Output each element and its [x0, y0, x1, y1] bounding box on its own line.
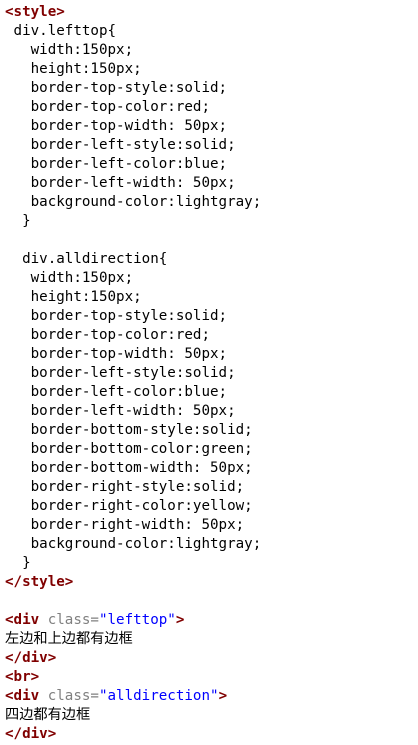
code-line: background-color:lightgray;	[5, 193, 262, 212]
code-token: border-left-color:blue;	[5, 384, 228, 400]
code-listing: <style> div.lefttop{ width:150px; height…	[5, 3, 261, 744]
code-token: width:150px;	[5, 42, 134, 58]
code-line: border-left-color:blue;	[5, 155, 261, 174]
code-token: border-bottom-style:solid;	[5, 422, 253, 438]
code-token: border-left-color:blue;	[5, 156, 228, 172]
code-line: border-bottom-color:green;	[5, 440, 261, 459]
code-token: border-top-style:solid;	[5, 308, 228, 324]
code-token: </div>	[5, 726, 57, 742]
code-token: class=	[47, 688, 99, 704]
code-token: height:150px;	[5, 61, 142, 77]
code-token: 左边和上边都有边框	[5, 631, 133, 647]
code-line: border-right-style:solid;	[5, 478, 261, 497]
code-token: border-left-style:solid;	[5, 137, 236, 153]
code-line: border-right-color:yellow;	[5, 497, 261, 516]
code-token: "lefttop"	[98, 612, 176, 628]
code-line: width:150px;	[5, 269, 261, 288]
code-token: border-bottom-color:green;	[5, 441, 253, 457]
code-token: border-bottom-width: 50px;	[5, 460, 253, 476]
code-token: </div>	[5, 650, 57, 666]
code-token: border-left-width: 50px;	[5, 403, 236, 419]
code-line: border-top-width: 50px;	[5, 345, 261, 364]
code-line	[5, 592, 261, 611]
code-line: 四边都有边框	[5, 706, 261, 725]
code-line: border-left-color:blue;	[5, 383, 261, 402]
code-line: <div class="lefttop">	[5, 611, 261, 630]
code-token: border-left-style:solid;	[5, 365, 236, 381]
code-token: background-color:lightgray;	[5, 536, 262, 552]
code-line: height:150px;	[5, 288, 261, 307]
code-line: <br>	[5, 668, 261, 687]
code-line: border-top-color:red;	[5, 98, 261, 117]
code-token: "alldirection"	[98, 688, 219, 704]
code-token: border-left-width: 50px;	[5, 175, 236, 191]
code-line: div.lefttop{	[5, 22, 261, 41]
code-line: border-left-style:solid;	[5, 364, 261, 383]
code-line: border-top-width: 50px;	[5, 117, 261, 136]
code-line: </style>	[5, 573, 261, 592]
code-line: border-right-width: 50px;	[5, 516, 261, 535]
code-token: <div	[5, 688, 48, 704]
code-token: border-top-width: 50px;	[5, 346, 228, 362]
code-token: border-top-color:red;	[5, 327, 210, 343]
code-token: <div	[5, 612, 48, 628]
code-line: border-left-width: 50px;	[5, 174, 261, 193]
code-line: }	[5, 212, 261, 231]
code-token: div.lefttop{	[5, 23, 117, 39]
code-line: border-left-width: 50px;	[5, 402, 261, 421]
code-token: height:150px;	[5, 289, 142, 305]
code-token: 四边都有边框	[5, 707, 91, 723]
code-line: }	[5, 554, 261, 573]
code-token: }	[5, 213, 31, 229]
code-token: <style>	[5, 4, 65, 20]
code-line: border-left-style:solid;	[5, 136, 261, 155]
code-line: height:150px;	[5, 60, 261, 79]
code-token: <br>	[5, 669, 40, 685]
code-line: border-top-color:red;	[5, 326, 261, 345]
code-line: </div>	[5, 649, 261, 668]
code-token: class=	[47, 612, 99, 628]
code-token: background-color:lightgray;	[5, 194, 262, 210]
code-token: width:150px;	[5, 270, 134, 286]
code-line: border-bottom-style:solid;	[5, 421, 261, 440]
code-token: border-right-width: 50px;	[5, 517, 245, 533]
code-token: >	[175, 612, 185, 628]
code-line: </div>	[5, 725, 261, 744]
code-token: border-right-color:yellow;	[5, 498, 253, 514]
code-token: border-top-style:solid;	[5, 80, 228, 96]
code-line: border-bottom-width: 50px;	[5, 459, 261, 478]
code-line: width:150px;	[5, 41, 261, 60]
code-token: border-top-width: 50px;	[5, 118, 228, 134]
code-token: border-top-color:red;	[5, 99, 210, 115]
code-line: border-top-style:solid;	[5, 79, 261, 98]
code-line: <div class="alldirection">	[5, 687, 261, 706]
code-token: }	[5, 555, 31, 571]
code-line: div.alldirection{	[5, 250, 261, 269]
code-token: >	[218, 688, 228, 704]
code-line: background-color:lightgray;	[5, 535, 262, 554]
code-token: div.alldirection{	[5, 251, 168, 267]
code-token: border-right-style:solid;	[5, 479, 245, 495]
code-token: </style>	[5, 574, 74, 590]
code-line: border-top-style:solid;	[5, 307, 261, 326]
code-line	[5, 231, 261, 250]
code-line: 左边和上边都有边框	[5, 630, 261, 649]
code-line: <style>	[5, 3, 261, 22]
